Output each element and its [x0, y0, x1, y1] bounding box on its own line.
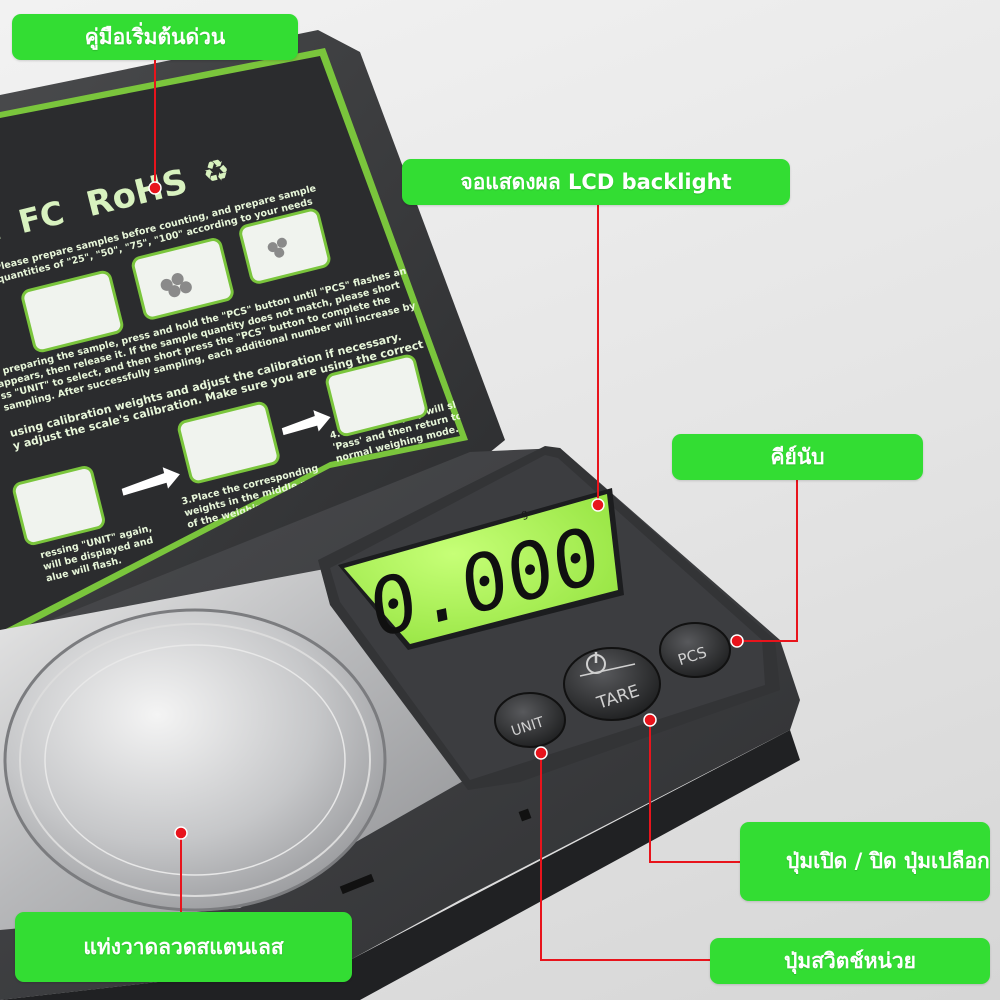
leader-lines [154, 60, 798, 961]
count-key-callout: คีย์นับ [672, 434, 923, 480]
scale-lid: CE FC RoHS ♻ Please prepare samples befo… [0, 30, 505, 655]
stainless-tray-callout: แท่งวาดลวดสแตนเลส [15, 912, 352, 982]
quick-guide-callout: คู่มือเริ่มต้นด่วน [12, 14, 298, 60]
power-tare-button[interactable]: TARE [563, 647, 661, 721]
stainless-tray-label: แท่งวาดลวดสแตนเลส [83, 934, 284, 959]
sample-pellets-icon [160, 237, 287, 298]
lcd-display-callout: จอแสดงผล LCD backlight [402, 159, 790, 205]
lcd-unit-label: g [520, 507, 530, 521]
weighing-pan [3, 608, 387, 912]
count-key-label: คีย์นับ [770, 444, 825, 469]
leader-dots [148, 181, 744, 840]
unit-switch-label: ปุ่มสวิตช์หน่วย [784, 948, 916, 973]
arrow-icon [121, 410, 331, 496]
lcd-display-label: จอแสดงผล LCD backlight [460, 169, 732, 194]
pcs-button[interactable]: PCS [659, 622, 731, 678]
unit-button[interactable]: UNIT [494, 692, 566, 748]
quick-guide-label: คู่มือเริ่มต้นด่วน [84, 24, 226, 49]
power-tare-label: ปุ่มเปิด / ปิด ปุ่มเปลือก [786, 849, 990, 873]
certification-marks: CE FC RoHS ♻ [0, 152, 234, 257]
unit-switch-callout: ปุ่มสวิตช์หน่วย [710, 938, 990, 984]
lcd-display: g 0.000 [338, 488, 624, 657]
power-tare-callout: ปุ่มเปิด / ปิด ปุ่มเปลือก [740, 822, 990, 901]
manual-illustrations [12, 208, 428, 546]
